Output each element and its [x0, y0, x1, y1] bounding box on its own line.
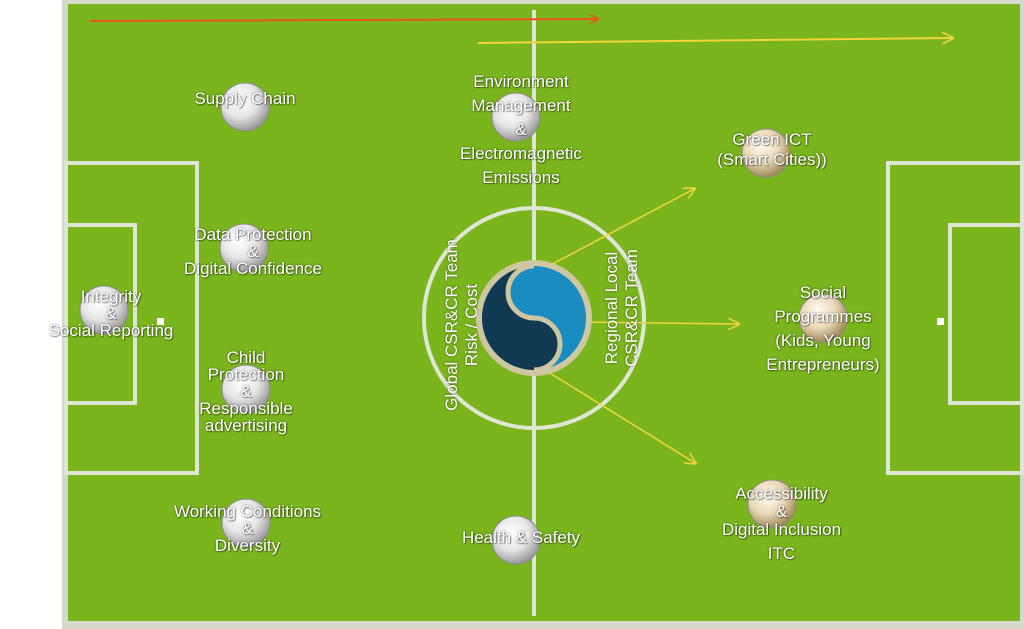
- arrow-to-social-programmes: [574, 322, 738, 324]
- label-global-team: Global CSR&CR Team Risk / Cost: [442, 239, 481, 411]
- arrow-to-accessibility: [544, 369, 695, 463]
- label-social-programmes: Social Programmes (Kids, Young Entrepren…: [766, 283, 880, 374]
- yellow-direction-arrow: [477, 38, 952, 43]
- label-accessibility: Accessibility & Digital Inclusion ITC: [721, 484, 842, 563]
- node-ball-data-protection: [219, 223, 269, 273]
- red-direction-arrow: [89, 19, 597, 21]
- label-integrity: Integrity & Social Reporting: [48, 287, 174, 340]
- node-ball-child-protection: [221, 364, 271, 414]
- node-ball-working-conditions: [221, 498, 271, 548]
- label-green-ict: Green ICT (Smart Cities)): [717, 130, 827, 169]
- left-penalty-spot: [157, 318, 164, 325]
- label-working-conditions: Working Conditions & Diversity: [173, 502, 322, 555]
- node-ball-health-safety: [491, 515, 541, 565]
- label-health-safety: Health & Safety: [461, 528, 581, 547]
- node-ball-accessibility: [747, 479, 797, 529]
- label-environment: Environment Management & Electromagnetic…: [460, 72, 582, 187]
- yin-yang-s-logo-icon: [476, 260, 592, 376]
- right-goal-box: [948, 223, 1024, 405]
- node-ball-green-ict: [741, 128, 791, 178]
- node-ball-social-programmes: [798, 293, 848, 343]
- label-supply-chain: Supply Chain: [194, 89, 296, 108]
- label-data-protection: Data Protection & Digital Confidence: [184, 225, 322, 278]
- arrow-to-green-ict: [544, 189, 694, 269]
- node-ball-supply-chain: [220, 82, 270, 132]
- node-ball-integrity: [79, 285, 129, 335]
- label-child-protection: Child Protection & Responsible advertisi…: [199, 348, 293, 435]
- right-penalty-spot: [937, 318, 944, 325]
- left-goal-box: [64, 223, 137, 405]
- label-regional-team: Regional Local CSR&CR Team: [602, 249, 641, 367]
- node-ball-environment: [491, 92, 541, 142]
- center-circle: [422, 206, 646, 430]
